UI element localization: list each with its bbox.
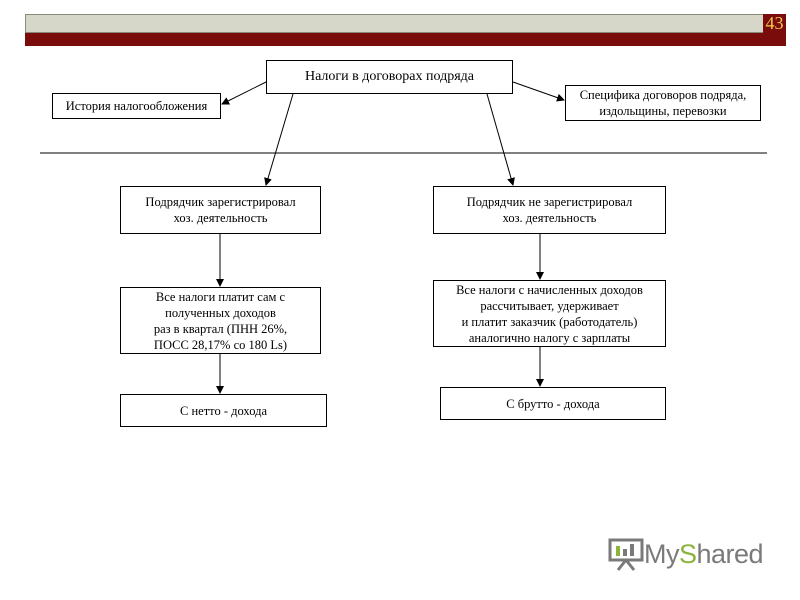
myshared-logo: MyShared bbox=[608, 537, 764, 571]
slide-number: 43 bbox=[763, 14, 786, 33]
specifics-node: Специфика договоров подряда, издольщины,… bbox=[565, 85, 761, 121]
root-node: Налоги в договорах подряда bbox=[266, 60, 513, 94]
registered-condition-node: Подрядчик зарегистрировал хоз. деятельно… bbox=[120, 186, 321, 234]
arrow-root-to-registered bbox=[264, 93, 294, 186]
header-accent-band bbox=[25, 33, 786, 46]
arrow-root-to-specifics bbox=[512, 81, 565, 102]
arrow-root-to-unregistered bbox=[486, 93, 515, 186]
brutto-result-node: С брутто - дохода bbox=[440, 387, 666, 420]
registered-rule-node: Все налоги платит сам с полученных доход… bbox=[120, 287, 321, 354]
logo-wordmark: MyShared bbox=[644, 538, 764, 569]
arrow-root-to-history bbox=[221, 81, 267, 105]
netto-result-node: С нетто - дохода bbox=[120, 394, 327, 427]
presentation-board-icon bbox=[608, 538, 644, 571]
unregistered-rule-node: Все налоги с начисленных доходов рассчит… bbox=[433, 280, 666, 347]
unregistered-condition-node: Подрядчик не зарегистрировал хоз. деятел… bbox=[433, 186, 666, 234]
history-node: История налогообложения bbox=[52, 93, 221, 119]
